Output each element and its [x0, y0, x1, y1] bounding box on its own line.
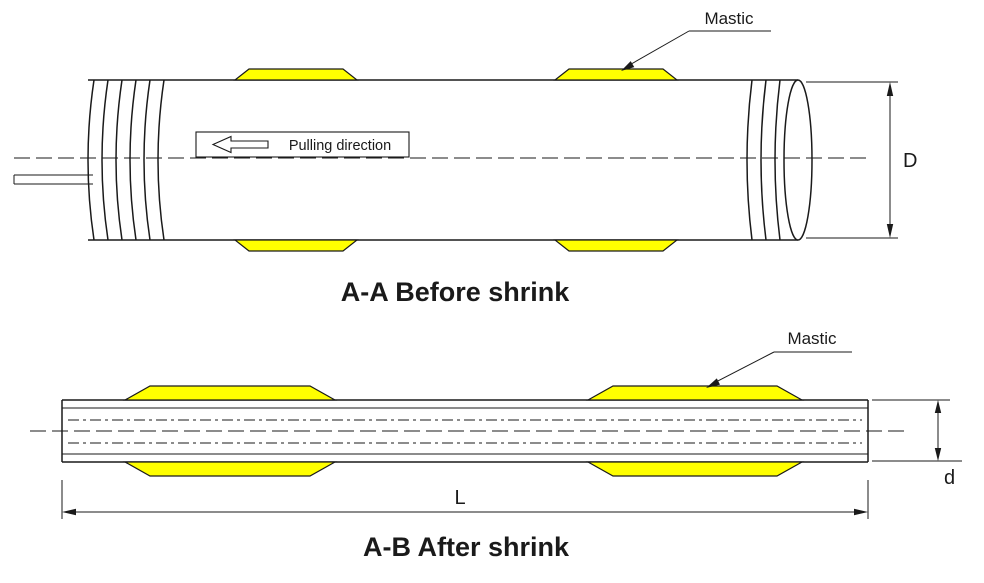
dimension-arrow-up-icon: [886, 82, 894, 96]
dimension-arrow-left-icon: [62, 508, 76, 516]
diameter-label: D: [903, 150, 917, 172]
mastic-strip-bottom-left: [233, 239, 359, 252]
before-shrink-title: A-A Before shrink: [341, 277, 571, 307]
leader-line: [711, 351, 775, 385]
spiral-line: [760, 79, 767, 241]
dimension-arrow-down-icon: [886, 224, 894, 238]
after-shrink-title: A-B After shrink: [363, 532, 570, 562]
mastic-callout-top: Mastic: [621, 9, 771, 71]
left-arrow-icon: [211, 135, 269, 154]
after-shrink-drawing: Mastic L d: [30, 329, 962, 562]
tube-open-end-ellipse: [783, 79, 813, 241]
mastic-label: Mastic: [787, 329, 837, 348]
spiral-line: [87, 79, 95, 241]
pulling-direction-label: Pulling direction: [289, 138, 391, 154]
spiral-line: [774, 79, 781, 241]
mastic-strip-top-left: [233, 68, 359, 81]
spiral-line: [115, 79, 123, 241]
mastic-callout-bottom: Mastic: [706, 329, 852, 388]
leader-arrowhead-icon: [621, 61, 635, 71]
left-spiral-wrap-lines: [87, 79, 165, 241]
dimension-arrow-down-icon: [934, 448, 942, 461]
cable-end: [13, 174, 93, 185]
length-dimension-L: L: [61, 480, 869, 519]
diameter-dimension-D: D: [806, 81, 917, 239]
mastic-bulge-top-right: [585, 385, 805, 401]
leader-arrowhead-icon: [706, 378, 720, 388]
dimension-arrow-right-icon: [854, 508, 868, 516]
length-label: L: [454, 487, 465, 509]
right-spiral-wrap-lines: [746, 79, 781, 241]
diameter-dimension-d: d: [872, 399, 962, 489]
mastic-strip-top-right: [553, 68, 679, 81]
small-diameter-label: d: [944, 467, 955, 489]
spiral-line: [143, 79, 151, 241]
mastic-bulge-bottom-left: [122, 461, 338, 477]
dimension-arrow-up-icon: [934, 400, 942, 413]
spiral-line: [157, 79, 165, 241]
mastic-strip-bottom-right: [553, 239, 679, 252]
mastic-label: Mastic: [704, 9, 754, 28]
mastic-bulge-bottom-right: [585, 461, 805, 477]
spiral-line: [101, 79, 109, 241]
pulling-direction-callout: Pulling direction: [195, 131, 410, 158]
before-shrink-drawing: Pulling direction Mastic D A-A Before sh…: [13, 9, 917, 307]
spiral-line: [129, 79, 137, 241]
leader-line: [625, 30, 690, 68]
spiral-line: [746, 79, 753, 241]
mastic-bulge-top-left: [122, 385, 338, 401]
